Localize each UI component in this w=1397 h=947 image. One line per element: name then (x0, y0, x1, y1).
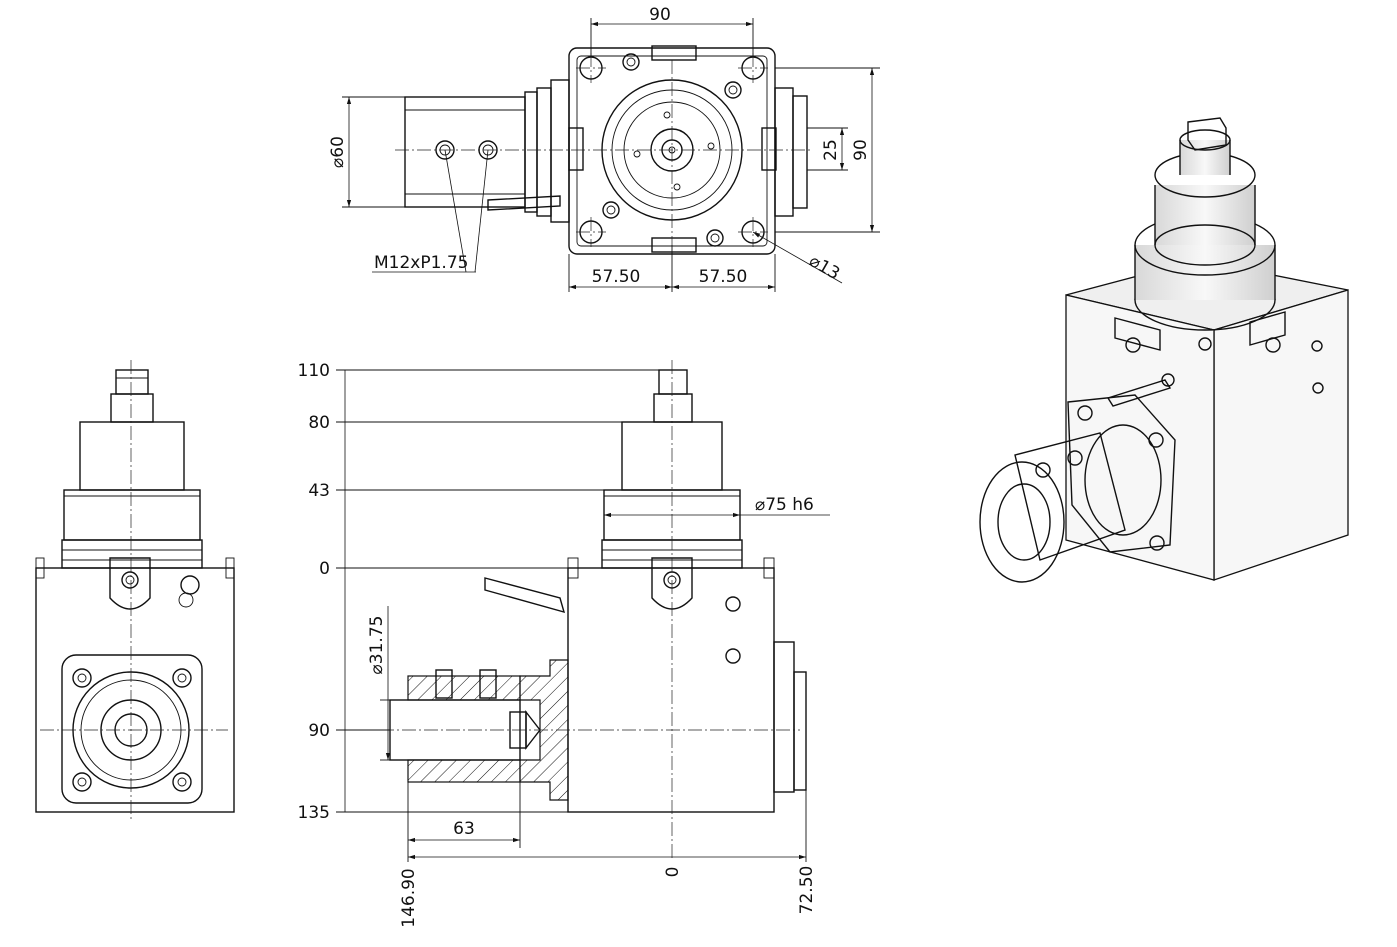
top-view: 90 90 25 ⌀60 57.50 57.50 ⌀13 M12xP1.75 (328, 5, 880, 292)
level-110: 110 (298, 361, 330, 381)
level-43: 43 (308, 481, 330, 501)
dim-shank: ⌀75 h6 (755, 495, 814, 515)
dim-hole-diameter: ⌀13 (806, 251, 844, 284)
corner-holes (576, 53, 768, 247)
dim-left-half: 57.50 (592, 267, 641, 287)
front-view (35, 360, 235, 822)
dim-top-width: 90 (649, 5, 671, 25)
front-view-body (35, 567, 235, 813)
dim-collet: ⌀31.75 (367, 616, 387, 675)
top-view-cylinder (404, 96, 526, 208)
dim-bore: 25 (821, 139, 841, 161)
dim-length-63: 63 (453, 819, 475, 839)
dim-right-half: 57.50 (699, 267, 748, 287)
x-zero: 0 (663, 867, 683, 878)
thread-callout: M12xP1.75 (374, 253, 468, 273)
level-80: 80 (308, 413, 330, 433)
dim-cyl-diameter: ⌀60 (328, 136, 348, 168)
isometric-view (979, 117, 1349, 583)
level-135: 135 (298, 803, 330, 823)
lever (487, 195, 561, 211)
x-left: 146.90 (399, 868, 419, 927)
level-0: 0 (319, 559, 330, 579)
x-right: 72.50 (797, 866, 817, 915)
iso-front-face (1065, 294, 1215, 581)
level-90: 90 (308, 721, 330, 741)
iso-right-face (1213, 289, 1349, 581)
iso-tool-face (979, 461, 1065, 583)
side-view: 110 80 43 0 90 135 ⌀75 h6 ⌀31.75 63 146.… (298, 360, 830, 928)
side-view-body (567, 567, 775, 813)
dim-top-height: 90 (851, 139, 871, 161)
front-view-flange (61, 654, 203, 804)
iso-flange (1067, 394, 1176, 553)
